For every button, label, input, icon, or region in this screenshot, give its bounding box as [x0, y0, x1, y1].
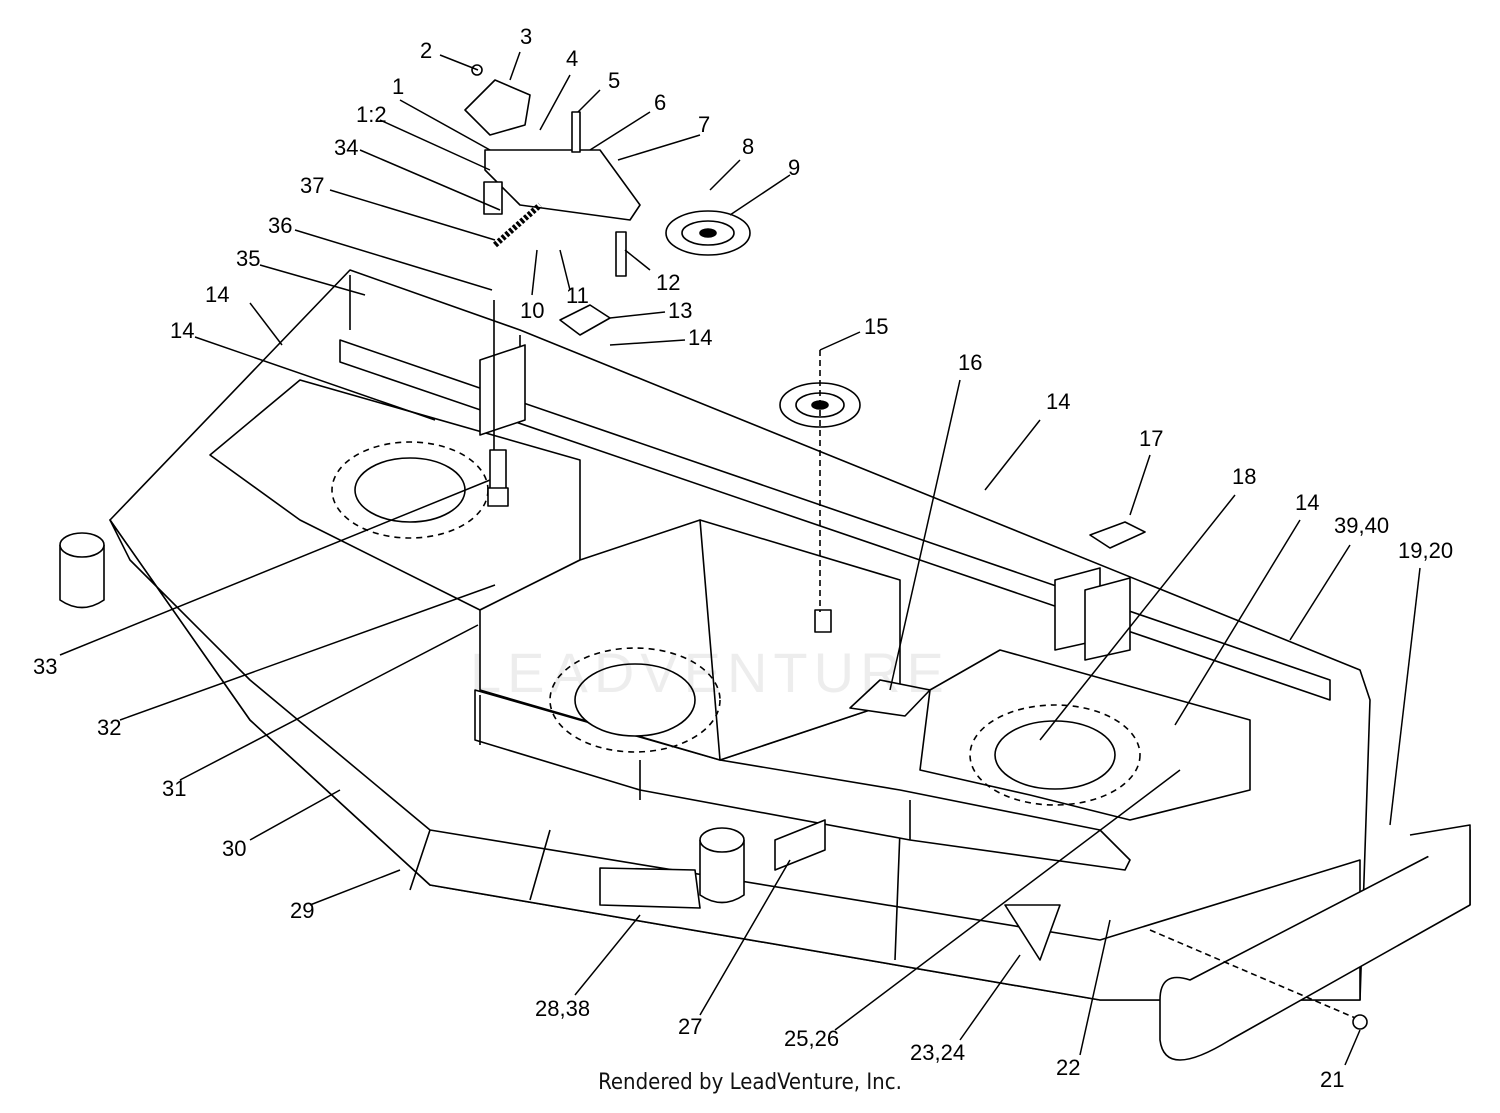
- callout-16: 16: [958, 350, 982, 375]
- leader-lines: [59, 51, 1421, 1066]
- callout-21: 21: [1320, 1067, 1344, 1092]
- callout-34: 34: [334, 135, 358, 160]
- callout-37: 37: [300, 173, 324, 198]
- callout-1-2: 1:2: [356, 102, 387, 127]
- callout-39-40: 39,40: [1334, 513, 1389, 538]
- callout-10: 10: [520, 298, 544, 323]
- callout-32: 32: [97, 715, 121, 740]
- callout-22: 22: [1056, 1055, 1080, 1080]
- callout-6: 6: [654, 90, 666, 115]
- callout-19-20: 19,20: [1398, 538, 1453, 563]
- spindle-right: [994, 720, 1116, 790]
- callout-36: 36: [268, 213, 292, 238]
- callout-17: 17: [1139, 426, 1163, 451]
- callout-5: 5: [608, 68, 620, 93]
- callout-14-d: 14: [1046, 389, 1070, 414]
- callout-14-e: 14: [1295, 490, 1319, 515]
- callout-3: 3: [520, 24, 532, 49]
- watermark-text: LEADVENTURE: [470, 641, 950, 704]
- callout-4: 4: [566, 46, 578, 71]
- callout-25-26: 25,26: [784, 1026, 839, 1051]
- callout-9: 9: [788, 155, 800, 180]
- callout-14-c: 14: [688, 325, 712, 350]
- callout-11: 11: [566, 283, 589, 308]
- callout-labels: 1 1:2 2 3 4 5 6 7 8 9 10 11 12 13 14 14 …: [33, 24, 1453, 1092]
- callout-8: 8: [742, 134, 754, 159]
- roller-front: [699, 840, 745, 904]
- callout-28-38: 28,38: [535, 996, 590, 1021]
- callout-27: 27: [678, 1014, 702, 1039]
- nut-21: [1352, 1014, 1368, 1030]
- deck-front-skirt: [109, 519, 1361, 1001]
- callout-13: 13: [668, 298, 692, 323]
- spacer: [483, 181, 503, 215]
- callout-2: 2: [420, 38, 432, 63]
- callout-14-a: 14: [205, 282, 229, 307]
- idler-arm: [484, 149, 641, 221]
- bumper-arm: [1159, 829, 1471, 1061]
- roller-left: [59, 545, 105, 609]
- callout-18: 18: [1232, 464, 1256, 489]
- mower-deck-drawing: [59, 64, 1471, 1061]
- footer-credit: Rendered by LeadVenture, Inc.: [598, 1070, 902, 1095]
- spring-37: [493, 202, 542, 248]
- callout-14-b: 14: [170, 318, 194, 343]
- callout-7: 7: [698, 112, 710, 137]
- bracket-3: [464, 79, 531, 136]
- callout-15: 15: [864, 314, 888, 339]
- callout-29: 29: [290, 898, 314, 923]
- callout-31: 31: [162, 776, 186, 801]
- callout-30: 30: [222, 836, 246, 861]
- callout-1: 1: [392, 74, 404, 99]
- callout-23-24: 23,24: [910, 1040, 965, 1065]
- spindle-center: [574, 663, 696, 737]
- callout-33: 33: [33, 654, 57, 679]
- callout-35: 35: [236, 246, 260, 271]
- callout-12: 12: [656, 270, 680, 295]
